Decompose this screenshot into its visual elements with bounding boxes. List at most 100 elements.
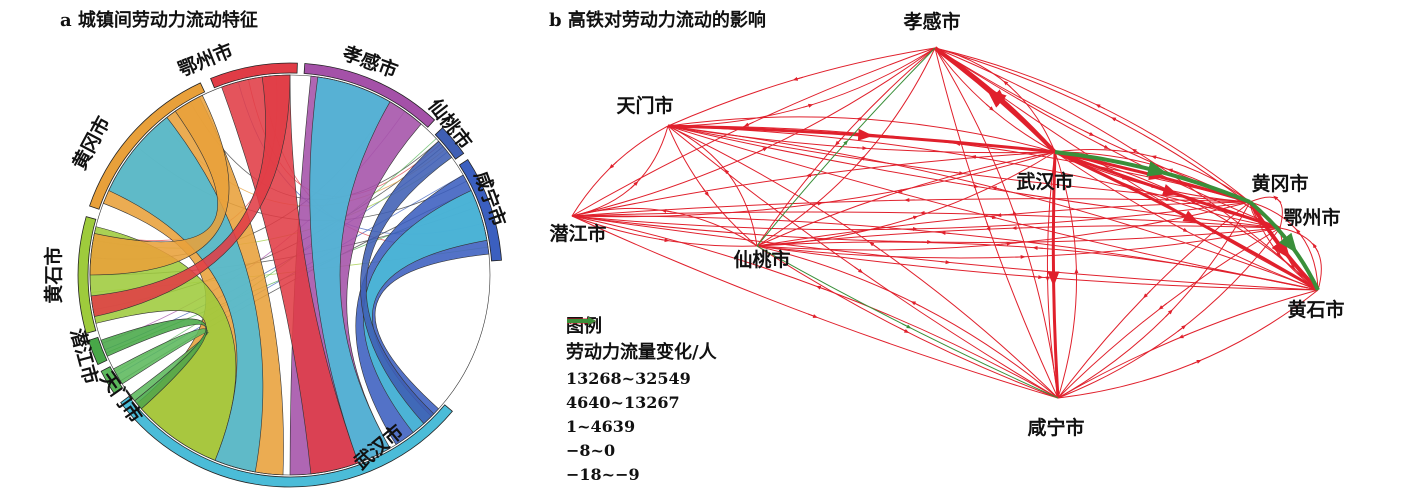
legend-item-label: 13268~32549 — [566, 368, 691, 388]
legend-item: 1~4639 — [566, 317, 717, 438]
edge-xiaogan-qianjiang-arrow — [743, 121, 754, 127]
edge-xiaogan-huanggang-arrow — [1084, 130, 1095, 136]
edge-thick-wuhan-xiaogan — [933, 46, 1057, 154]
edge-green-huanggang-huangshi-arrow — [1278, 232, 1298, 254]
edge-ezhou-huanggang-arrow — [1273, 195, 1282, 203]
edge-huangshi-huanggang-arrow — [1295, 228, 1303, 238]
edge-xiantao-huangshi-arrow — [1032, 275, 1044, 280]
edge-xianning-qianjiang-arrow — [815, 285, 826, 291]
edge-xiantao-huanggang-arrow — [1001, 241, 1012, 246]
chord-arc-qianjiang — [87, 336, 108, 366]
edge-xiaogan-tianmen-arrow — [792, 76, 803, 81]
edge-xianning-huangshi-arrow — [1191, 359, 1202, 365]
chord-arc-xiaogan — [303, 63, 436, 128]
edge-huanggang-wuhan-arrow — [1151, 155, 1162, 160]
edge-ezhou-xianning-arrow — [1158, 303, 1168, 310]
network-label-huanggang: 黄冈市 — [1251, 172, 1308, 195]
edge-tianmen-xiaogan — [667, 47, 936, 127]
legend-item: −18~−9 — [566, 317, 717, 486]
edge-xianning-tianmen-arrow — [869, 241, 879, 249]
edge-xianning-ezhou-arrow — [1177, 324, 1187, 332]
edge-qianjiang-tianmen-arrow — [630, 181, 639, 189]
legend-item-label: 4640~13267 — [566, 392, 680, 412]
network-edges — [571, 46, 1322, 399]
edge-huangshi-xiantao-arrow — [1032, 245, 1044, 250]
chord-label-huangshi: 黄石市 — [42, 246, 65, 303]
edge-xiantao-wuhan-arrow — [908, 215, 919, 220]
edge-xiantao-huangshi — [756, 245, 1319, 291]
edge-huanggang-xianning-arrow — [1143, 290, 1151, 299]
edge-wuhan-tianmen-arrow — [856, 116, 867, 121]
edge-tianmen-qianjiang-arrow — [609, 161, 618, 169]
edge-huanggang-xianning — [1057, 201, 1251, 399]
legend-swatch — [567, 317, 596, 325]
edge-tianmen-xianning-arrow — [854, 266, 864, 274]
edge-xianning-xiantao-arrow — [910, 301, 921, 307]
edge-tianmen-xiaogan-arrow — [803, 103, 814, 108]
chord-arc-wuhan — [120, 396, 453, 488]
edge-qianjiang-wuhan-arrow — [812, 201, 823, 206]
edge-xiaogan-ezhou-arrow — [1099, 143, 1110, 149]
edge-huanggang-xiaogan-arrow — [1095, 104, 1106, 110]
network-label-huangshi: 黄石市 — [1287, 298, 1344, 321]
edge-ezhou-wuhan-arrow — [1167, 168, 1178, 173]
edge-wuhan-xiantao-arrow — [897, 188, 908, 193]
edge-green-xiantao-xiaogan-arrow — [840, 140, 849, 149]
edge-huangshi-ezhou-arrow — [1312, 243, 1319, 253]
edge-huangshi-tianmen-arrow — [991, 186, 1002, 191]
legend-item: −8~0 — [566, 317, 717, 462]
network-label-qianjiang: 潜江市 — [549, 222, 606, 245]
edge-xiaogan-qianjiang — [571, 47, 936, 217]
edge-tianmen-wuhan-arrow — [856, 146, 868, 151]
edge-xianning-huanggang-arrow — [1165, 309, 1173, 318]
edge-xianning-huangshi — [1057, 289, 1319, 399]
edge-qianjiang-xiaogan-arrow — [758, 147, 768, 153]
legend-item: 13268~32549 — [566, 317, 717, 390]
network-label-ezhou: 鄂州市 — [1283, 206, 1340, 229]
chord-circle — [89, 74, 491, 476]
edge-green-xiantao-xianning-arrow — [901, 323, 912, 329]
network-label-xiantao: 仙桃市 — [733, 248, 790, 271]
edge-wuhan-qianjiang-arrow — [805, 173, 817, 178]
edge-wuhan-xiaogan-arrow — [1003, 80, 1012, 88]
chord-arc-xianning — [458, 158, 502, 262]
panel-a-title: a 城镇间劳动力流动特征 — [60, 10, 258, 31]
chord-arc-xiantao — [434, 127, 465, 160]
network-label-xiaogan: 孝感市 — [903, 10, 960, 33]
network-label-xianning: 咸宁市 — [1027, 416, 1084, 439]
edge-qianjiang-xiaogan — [571, 47, 936, 217]
network-label-tianmen: 天门市 — [616, 94, 673, 117]
edge-tianmen-ezhou-arrow — [968, 184, 979, 189]
legend-item-label: 1~4639 — [566, 416, 636, 436]
edge-thick-wuhan-huanggang-arrow — [1148, 168, 1165, 181]
chord-arc-ezhou — [210, 62, 298, 89]
legend-subtitle: 劳动力流量变化/人 — [566, 342, 717, 363]
legend-item: 4640~13267 — [566, 317, 717, 414]
chord-arc-huangshi — [77, 216, 97, 334]
edge-huangshi-xianning — [1057, 289, 1319, 399]
edge-thick-xiaogan-wuhan-arrow — [991, 89, 1007, 104]
network-label-wuhan: 武汉市 — [1016, 170, 1073, 193]
edge-xianning-huanggang — [1057, 201, 1251, 399]
edge-xiaogan-wuhan-arrow — [985, 103, 995, 112]
chord-arc-tianmen — [100, 366, 124, 395]
chord-arc-huanggang — [89, 82, 206, 210]
legend-item-label: −18~−9 — [566, 464, 640, 484]
edge-huangshi-qianjiang-arrow — [940, 230, 952, 235]
edge-ezhou-xiaogan-arrow — [1110, 117, 1121, 123]
edge-qianjiang-ezhou — [571, 215, 1281, 243]
edge-thick-tianmen-wuhan-arrow — [857, 128, 874, 141]
edge-green-wuhan-huanggang-arrow — [1146, 160, 1168, 177]
legend-item-label: −8~0 — [566, 440, 616, 460]
edge-qianjiang-xianning-arrow — [807, 313, 818, 318]
panel-b-title: b 高铁对劳动力流动的影响 — [549, 10, 766, 31]
edge-qianjiang-xiantao-arrow — [659, 238, 670, 243]
edge-thick-wuhan-huangshi-arrow — [1182, 210, 1199, 223]
edge-thick-wuhan-ezhou-arrow — [1161, 184, 1179, 196]
edge-xiaogan-tianmen — [667, 47, 936, 127]
edge-huangshi-xianning-arrow — [1178, 333, 1189, 339]
edge-qianjiang-huangshi-arrow — [940, 260, 951, 265]
edge-xiantao-qianjiang-arrow — [661, 209, 672, 213]
